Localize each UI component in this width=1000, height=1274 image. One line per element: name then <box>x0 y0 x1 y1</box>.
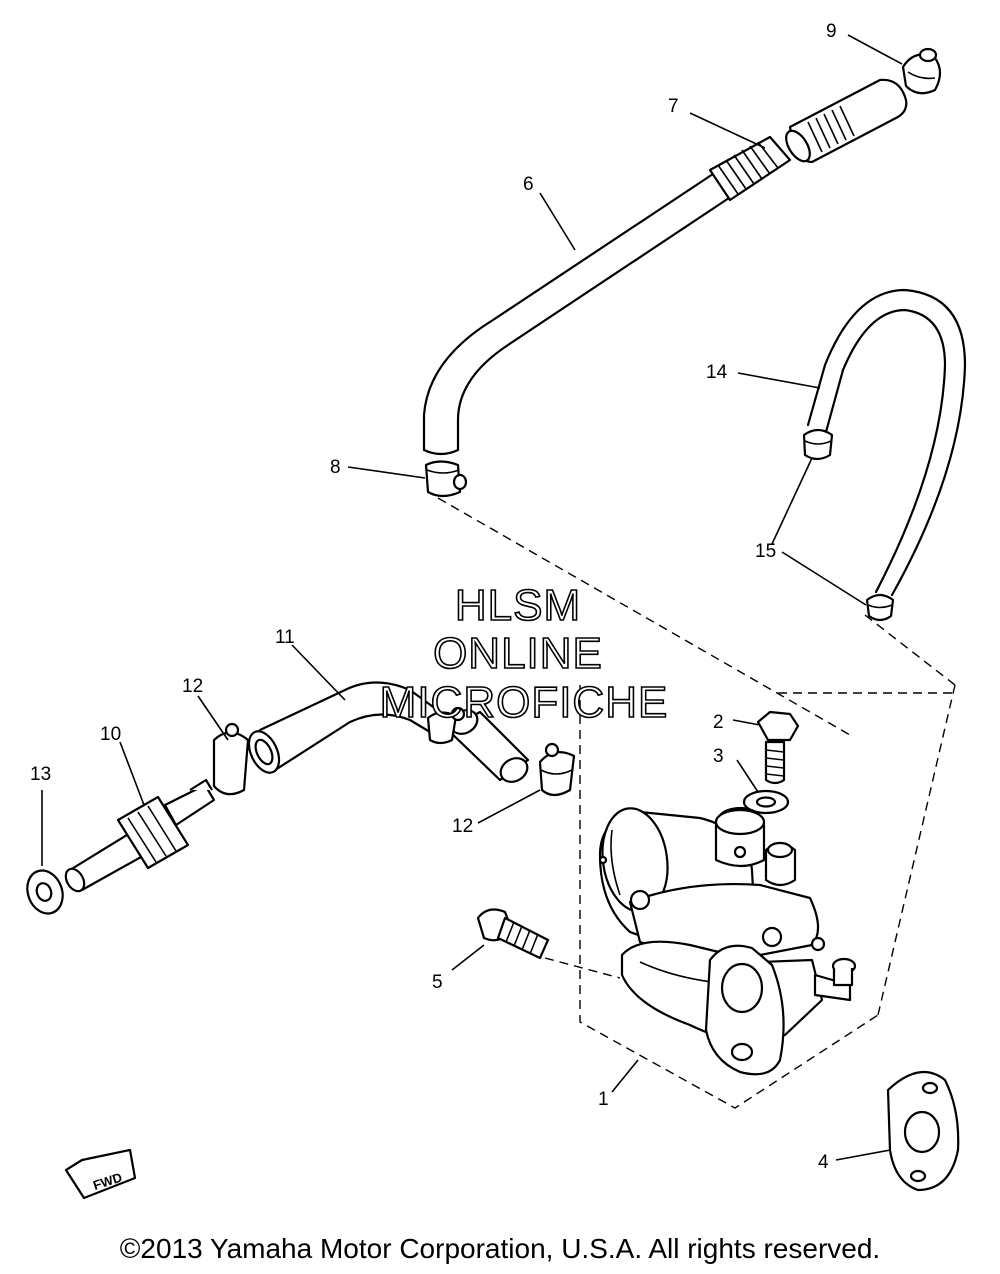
part-9-clamp <box>901 47 942 95</box>
callout-10: 10 <box>100 724 121 745</box>
short-pipe <box>446 709 530 783</box>
callout-14: 14 <box>706 362 728 383</box>
part-11-hose <box>247 681 442 774</box>
callout-labels: 1 2 3 4 5 6 7 8 9 10 11 12 12 13 14 15 <box>30 21 837 1173</box>
watermark-line-3: MICROFICHE <box>380 678 669 727</box>
copyright-notice: ©2013 Yamaha Motor Corporation, U.S.A. A… <box>119 1233 881 1264</box>
watermark-line-1: HLSM <box>455 581 581 630</box>
part-7-corrugated-pipe <box>708 78 908 202</box>
part-12-clamp-right <box>538 742 576 797</box>
part-12-clamp-left <box>212 722 250 796</box>
callout-4: 4 <box>818 1152 829 1173</box>
part-1-pump <box>598 806 857 1076</box>
part-15-clamp-upper <box>802 428 834 461</box>
part-5-bolt <box>476 908 550 960</box>
callout-7: 7 <box>668 96 679 117</box>
part-2-bolt <box>756 710 800 785</box>
callout-12-right: 12 <box>452 816 473 837</box>
part-13-washer <box>26 869 64 915</box>
watermark-line-2: ONLINE <box>433 629 603 678</box>
part-15-clamp-lower <box>865 593 895 622</box>
part-10-fitting <box>64 778 216 893</box>
part-3-washer <box>742 789 790 815</box>
callout-9: 9 <box>826 21 837 42</box>
callout-8: 8 <box>330 457 341 478</box>
part-6-hose <box>422 170 734 456</box>
callout-11: 11 <box>275 627 295 648</box>
callout-13: 13 <box>30 764 51 785</box>
callout-6: 6 <box>523 174 534 195</box>
fwd-mark: FWD <box>64 1148 137 1200</box>
callout-1: 1 <box>598 1089 609 1110</box>
callout-2: 2 <box>713 712 724 733</box>
watermark: HLSM ONLINE MICROFICHE <box>379 580 669 728</box>
callout-3: 3 <box>713 746 724 767</box>
callout-12-left: 12 <box>182 676 203 697</box>
callout-5: 5 <box>432 972 443 993</box>
part-4-gasket <box>886 1070 960 1192</box>
leader-lines <box>41 34 903 1161</box>
part-12-clamp-middle <box>426 706 466 745</box>
part-14-hose <box>806 288 967 597</box>
assembly-dashed-lines <box>437 497 956 1109</box>
callout-15: 15 <box>755 541 776 562</box>
part-8-clamp <box>424 460 468 498</box>
